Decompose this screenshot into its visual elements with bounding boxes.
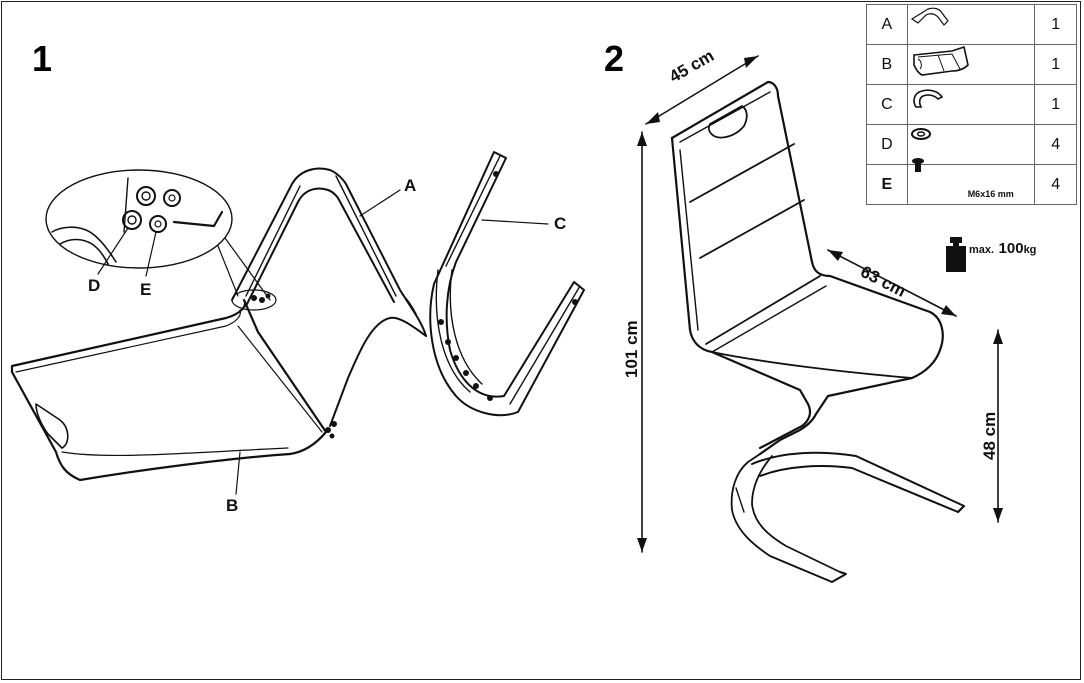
max-load-unit: kg xyxy=(1023,244,1037,256)
part-icon-cell xyxy=(906,44,1036,85)
dimension-arrowheads xyxy=(637,56,1003,552)
part-qty: 1 xyxy=(1034,84,1077,125)
parts-table: A 1 B 1 C xyxy=(866,4,1077,205)
max-load-prefix: max. xyxy=(969,244,995,256)
seat-back-panel-icon xyxy=(912,45,969,76)
step-number-1: 1 xyxy=(32,38,53,79)
u-base-C xyxy=(429,151,585,417)
parts-row: B 1 xyxy=(866,44,1077,85)
label-E: E xyxy=(140,280,152,299)
part-letter: A xyxy=(866,4,908,45)
seat-back-panel-B xyxy=(10,298,328,482)
part-letter: D xyxy=(866,124,908,165)
leader-C xyxy=(481,219,549,225)
part-qty: 4 xyxy=(1034,164,1077,205)
leader-A xyxy=(359,189,401,217)
assembled-chair xyxy=(670,80,965,583)
dimension-lines xyxy=(641,55,999,553)
max-load-value: 100 xyxy=(998,240,1024,257)
step-number-2: 2 xyxy=(604,38,625,79)
dimension-height: 101 cm xyxy=(622,320,641,378)
part-icon-cell xyxy=(906,84,1036,125)
dimension-seat-height: 48 cm xyxy=(980,411,999,460)
part-letter: E xyxy=(866,164,908,205)
part-letter: C xyxy=(866,84,908,125)
bolt-cluster-bottom xyxy=(325,421,337,439)
bolt-spec: M6x16 mm xyxy=(967,189,1014,199)
detail-callout xyxy=(45,169,271,301)
part-icon-cell xyxy=(906,124,1036,165)
part-qty: 4 xyxy=(1034,124,1077,165)
bolt-icon xyxy=(911,158,924,172)
part-qty: 1 xyxy=(1034,4,1077,45)
parts-row: A 1 xyxy=(866,4,1077,45)
parts-row: C 1 xyxy=(866,84,1077,125)
label-B: B xyxy=(226,496,239,515)
zigzag-frame-A xyxy=(231,167,427,427)
parts-row: D 4 xyxy=(866,124,1077,165)
parts-row: E M6x16 mm 4 xyxy=(866,158,1077,205)
leader-B xyxy=(235,451,241,495)
washer-icon xyxy=(910,128,931,140)
part-letter: B xyxy=(866,44,908,85)
label-A: A xyxy=(404,176,417,195)
part-icon-cell: M6x16 mm xyxy=(906,158,1036,205)
u-base-holes xyxy=(438,171,578,401)
label-C: C xyxy=(554,214,567,233)
bolt-cluster-top xyxy=(231,289,277,311)
part-qty: 1 xyxy=(1034,44,1077,85)
part-icon-cell xyxy=(906,4,1036,45)
weight-icon xyxy=(946,237,966,272)
max-load: max. 100kg xyxy=(969,240,1036,258)
label-D: D xyxy=(88,276,101,295)
u-base-icon xyxy=(912,89,943,108)
handle-frame-icon xyxy=(910,7,949,26)
